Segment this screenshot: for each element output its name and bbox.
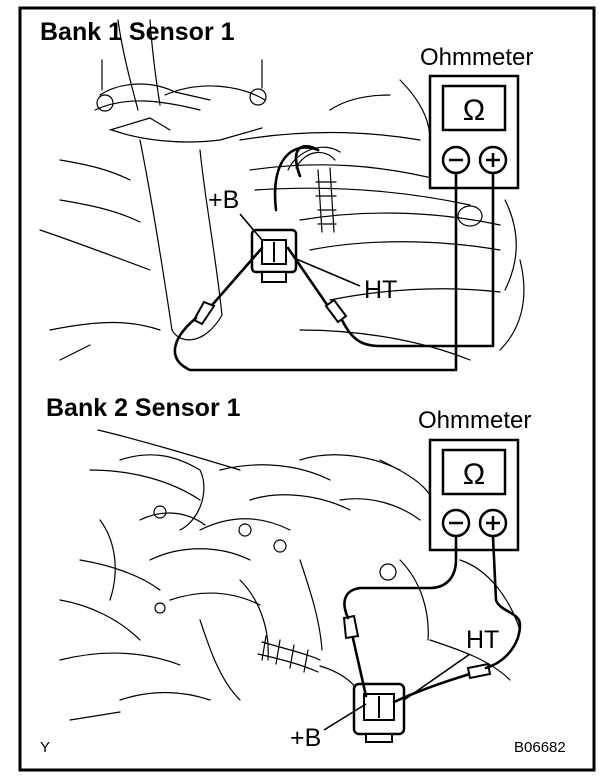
test-leads-1 <box>173 172 495 372</box>
ohm-symbol-icon: Ω <box>463 458 485 491</box>
panel2-title: Bank 2 Sensor 1 <box>46 394 241 422</box>
ohmmeter-1: Ω <box>428 74 520 190</box>
ohm-symbol-icon: Ω <box>463 94 485 127</box>
ohmmeter-2: Ω <box>428 438 520 552</box>
panel1-ht-label: HT <box>364 276 397 304</box>
panel-bank2: Bank 2 Sensor 1 <box>46 394 531 752</box>
test-leads-2 <box>342 535 522 704</box>
panel2-ht-label: HT <box>466 626 499 654</box>
sensor-connector-2 <box>352 682 406 743</box>
panel1-title: Bank 1 Sensor 1 <box>40 18 235 46</box>
engine-sketch-2 <box>59 429 521 721</box>
panel1-bplus-label: +B <box>208 186 239 214</box>
sensor-connector-1 <box>250 144 320 283</box>
panel2-bplus-label: +B <box>290 724 321 752</box>
panel-bank1: Bank 1 Sensor 1 <box>39 18 533 372</box>
panel1-meter-title: Ohmmeter <box>420 44 533 71</box>
figure-code: B06682 <box>514 739 566 756</box>
panel2-meter-title: Ohmmeter <box>418 407 531 434</box>
footer-left-mark: Y <box>40 739 50 756</box>
engine-sketch-1 <box>39 19 525 361</box>
